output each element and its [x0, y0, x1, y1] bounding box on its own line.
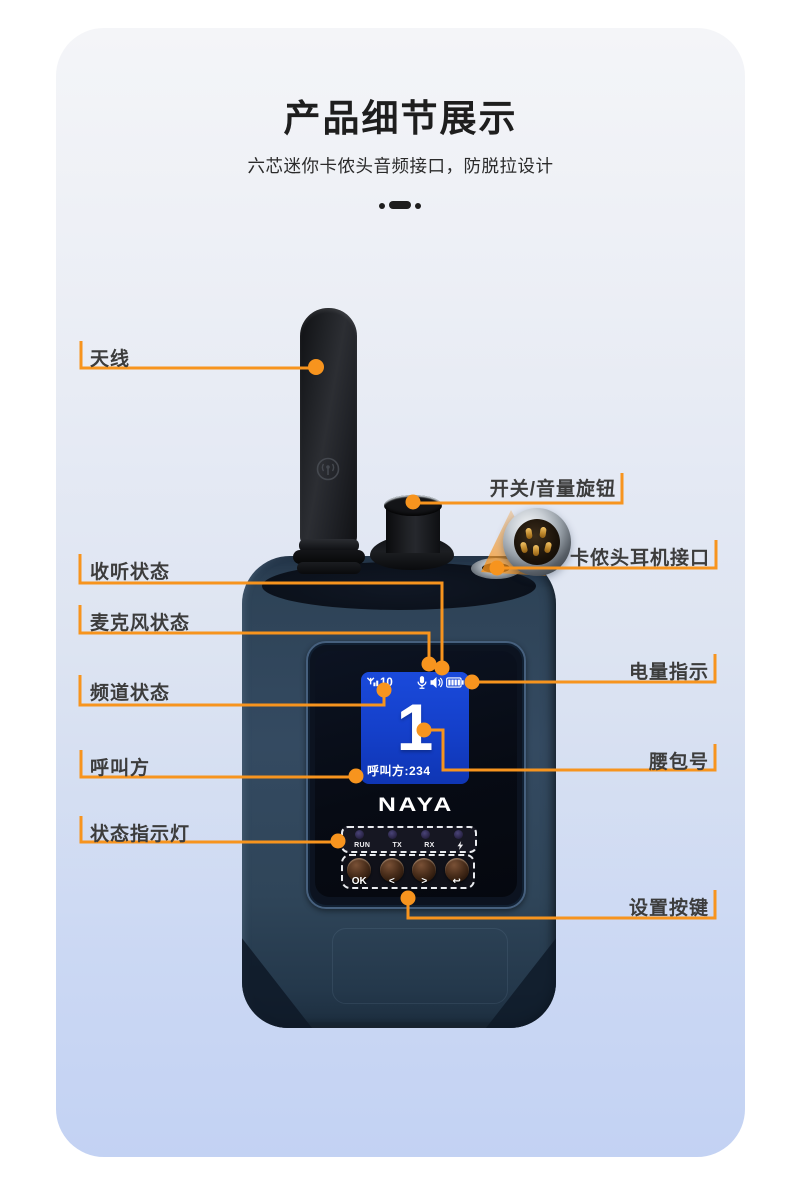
page-title: 产品细节展示: [283, 98, 518, 139]
led-indicator-panel: RUN TX RX: [341, 826, 477, 853]
connector-pin: [543, 541, 553, 554]
antenna-base-ring: [297, 562, 361, 574]
brand-logo: NAYA: [378, 795, 454, 816]
ok-button-label: OK: [351, 876, 367, 887]
connector-pin: [519, 541, 529, 554]
connector-pin: [525, 527, 533, 540]
label-status-indicator: 状态指示灯: [90, 824, 191, 845]
connector-pin: [533, 545, 539, 556]
caller-text: 呼叫方:234: [367, 764, 431, 778]
label-settings-buttons: 设置按键: [628, 898, 709, 919]
bottom-left-facet: [242, 938, 312, 1028]
label-mic-status: 麦克风状态: [90, 613, 191, 634]
left-button-label: <: [388, 876, 395, 887]
speaker-icon: [430, 677, 443, 688]
back-button-label: ↩: [452, 876, 461, 887]
run-led: [355, 830, 364, 839]
tx-led: [388, 830, 397, 839]
run-led-label: RUN: [354, 842, 371, 849]
title-divider-ornament: [0, 201, 800, 211]
lower-panel-outline: [332, 928, 508, 1004]
right-button-label: >: [421, 876, 428, 887]
ok-button: [347, 858, 372, 882]
xlr-connector-inset: [503, 508, 571, 576]
lcd-screen: 10: [361, 672, 469, 784]
signal-value: 10: [380, 676, 393, 689]
signal-icon: [366, 677, 379, 687]
rx-led-label: RX: [424, 842, 435, 849]
volume-knob-top: [384, 495, 442, 516]
back-button: [444, 858, 469, 882]
label-antenna: 天线: [90, 349, 131, 370]
channel-number: 1: [396, 690, 434, 764]
tx-led-label: TX: [392, 842, 402, 849]
label-beltpack-number: 腰包号: [648, 752, 709, 773]
signal-indicator: 10: [366, 676, 393, 689]
settings-button-panel: OK < > ↩: [341, 854, 475, 889]
page-subtitle: 六芯迷你卡侬头音频接口，防脱拉设计: [247, 156, 554, 176]
label-battery-indicator: 电量指示: [628, 662, 709, 683]
left-button: [379, 858, 404, 882]
label-listen-status: 收听状态: [90, 562, 171, 583]
xlr-socket-hole: [482, 563, 510, 573]
antenna: [300, 308, 357, 546]
power-led: [454, 830, 463, 839]
xlr-connector-core: [514, 519, 560, 565]
label-xlr-headset-port: 卡侬头耳机接口: [569, 548, 710, 569]
status-bar: 10: [361, 675, 469, 691]
rx-led: [421, 830, 430, 839]
right-button: [412, 858, 437, 882]
charge-icon: [457, 841, 464, 850]
label-caller: 呼叫方: [90, 758, 151, 779]
battery-icon: [446, 677, 464, 688]
label-power-volume-knob: 开关/音量旋钮: [489, 479, 616, 500]
mic-icon: [417, 676, 427, 689]
antenna-logo-icon: [316, 457, 340, 481]
antenna-base-ring: [299, 539, 359, 552]
connector-pin: [539, 526, 547, 539]
label-channel-status: 频道状态: [90, 683, 171, 704]
